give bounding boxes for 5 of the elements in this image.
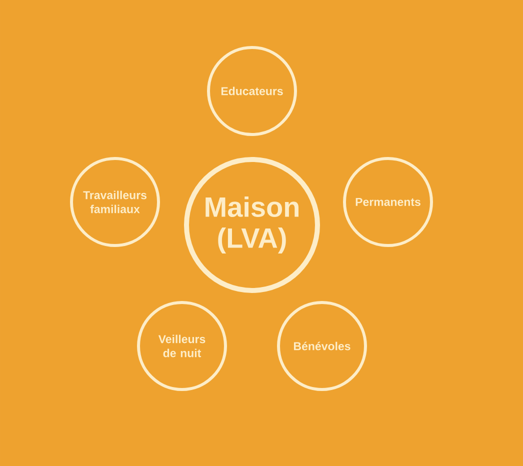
circle-node: Educateurs [207, 46, 297, 136]
circle-node: Permanents [343, 157, 433, 247]
circle-node: Bénévoles [277, 300, 367, 391]
circle-node: Veilleurs de nuit [137, 300, 227, 391]
circle-node: Travailleurs familiaux [70, 157, 160, 247]
